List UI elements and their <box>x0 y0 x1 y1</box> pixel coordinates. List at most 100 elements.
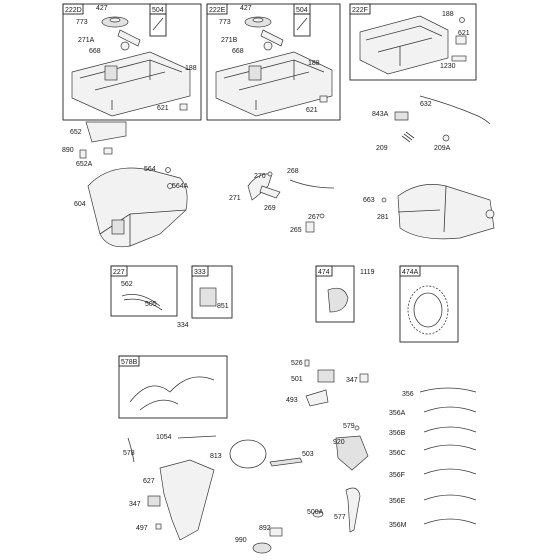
label-356c: 356C <box>389 450 406 457</box>
label-271: 271 <box>229 195 241 202</box>
box-222d-frame <box>62 3 202 121</box>
group-503: 503 <box>269 451 314 467</box>
label-356b: 356B <box>389 430 406 437</box>
part-271b-bracket <box>260 29 284 47</box>
label-652: 652 <box>70 129 82 136</box>
part-209-spring <box>401 131 415 143</box>
box-222d-label: 222D <box>65 7 82 14</box>
label-505: 505 <box>145 301 157 308</box>
label-268: 268 <box>287 168 299 175</box>
label-500a: 500A <box>307 509 324 516</box>
group-501: 526 501 347 493 <box>286 359 369 407</box>
part-base-plate-222d <box>71 51 191 117</box>
box-474a: 474A <box>399 265 459 343</box>
box-222f-tag <box>349 3 371 15</box>
part-493-bracket <box>305 389 329 407</box>
box-474-frame <box>315 265 355 323</box>
label-621a: 621 <box>157 105 169 112</box>
part-503-bar <box>269 457 303 467</box>
box-222e-frame <box>206 3 341 121</box>
part-268-cable <box>289 179 335 189</box>
box-227-frame <box>110 265 178 317</box>
part-265-clip <box>305 221 315 233</box>
part-851-module <box>199 287 217 307</box>
part-209a-spring <box>442 134 450 142</box>
label-890: 890 <box>62 147 74 154</box>
label-668b: 668 <box>232 48 244 55</box>
box-222d-tag <box>62 3 84 15</box>
part-1054-wire <box>177 435 217 439</box>
label-269: 269 <box>264 205 276 212</box>
label-493: 493 <box>286 397 298 404</box>
label-356m: 356M <box>389 522 407 529</box>
part-347b-clip <box>147 495 161 507</box>
label-356a: 356A <box>389 410 406 417</box>
part-474a-alternator-ring <box>407 285 449 335</box>
part-562-wire <box>121 293 163 311</box>
label-773a: 773 <box>76 19 88 26</box>
label-663: 663 <box>363 197 375 204</box>
box-578b-label: 578B <box>121 359 138 366</box>
group-starter: 500A 577 892 990 <box>235 487 361 554</box>
label-281: 281 <box>377 214 389 221</box>
label-621c: 621 <box>458 30 470 37</box>
box-222e-tag <box>206 3 228 15</box>
label-920: 920 <box>333 439 345 446</box>
box-227-label: 227 <box>113 269 125 276</box>
label-209: 209 <box>376 145 388 152</box>
group-281: 663 281 <box>363 184 495 240</box>
box-504b-frame <box>293 13 311 37</box>
label-990: 990 <box>235 537 247 544</box>
part-347a-clip <box>359 373 369 383</box>
box-504a-frame <box>149 13 167 37</box>
box-227: 227 562 505 <box>110 265 178 317</box>
label-632: 632 <box>420 101 432 108</box>
part-843a-pad <box>394 111 409 121</box>
part-920-solenoid <box>335 435 369 471</box>
label-773b: 773 <box>219 19 231 26</box>
part-356-wire <box>419 387 477 393</box>
box-222d: 222D 504 427 773 271A 668 188 621 <box>62 3 202 121</box>
group-268: 270 268 271 269 267 265 <box>229 168 335 234</box>
part-604-blower-housing <box>87 167 188 248</box>
part-501-switch <box>317 369 335 383</box>
part-497-screw <box>155 523 162 530</box>
box-474a-label: 474A <box>402 269 419 276</box>
label-564a: 564A <box>172 183 189 190</box>
label-851: 851 <box>217 303 229 310</box>
label-564: 564 <box>144 166 156 173</box>
part-579-nut <box>354 425 360 431</box>
group-652: 652 890 652A <box>62 121 127 168</box>
label-209a: 209A <box>434 145 451 152</box>
label-503: 503 <box>302 451 314 458</box>
label-652a: 652A <box>76 161 93 168</box>
box-333-frame <box>191 265 233 319</box>
part-270-screw <box>267 171 273 177</box>
part-652-bracket <box>85 121 127 143</box>
label-579: 579 <box>343 423 355 430</box>
part-668-washer <box>120 41 130 51</box>
group-356: 356 356A 356B 356C 356F 356E 356M <box>389 387 477 529</box>
part-577-key <box>345 487 361 533</box>
part-474-stator <box>327 287 349 313</box>
label-627: 627 <box>143 478 155 485</box>
label-271b: 271B <box>221 37 238 44</box>
label-347a: 347 <box>346 377 358 384</box>
part-621-clip <box>179 103 188 111</box>
part-271-lever <box>247 173 273 201</box>
label-270: 270 <box>254 173 266 180</box>
box-474: 474 1119 <box>315 265 375 323</box>
label-334: 334 <box>177 322 189 329</box>
part-269-plate <box>259 185 281 199</box>
group-813: 813 <box>210 439 267 469</box>
box-222e-label: 222E <box>209 7 226 14</box>
part-504-wire <box>152 17 164 31</box>
part-526-bolt <box>304 359 310 367</box>
box-504b-label: 504 <box>296 7 308 14</box>
box-222f: 222F 188 621 1230 <box>349 3 477 81</box>
box-222f-frame <box>349 3 477 81</box>
part-890-screw <box>79 149 87 159</box>
part-892-switch <box>269 527 283 537</box>
